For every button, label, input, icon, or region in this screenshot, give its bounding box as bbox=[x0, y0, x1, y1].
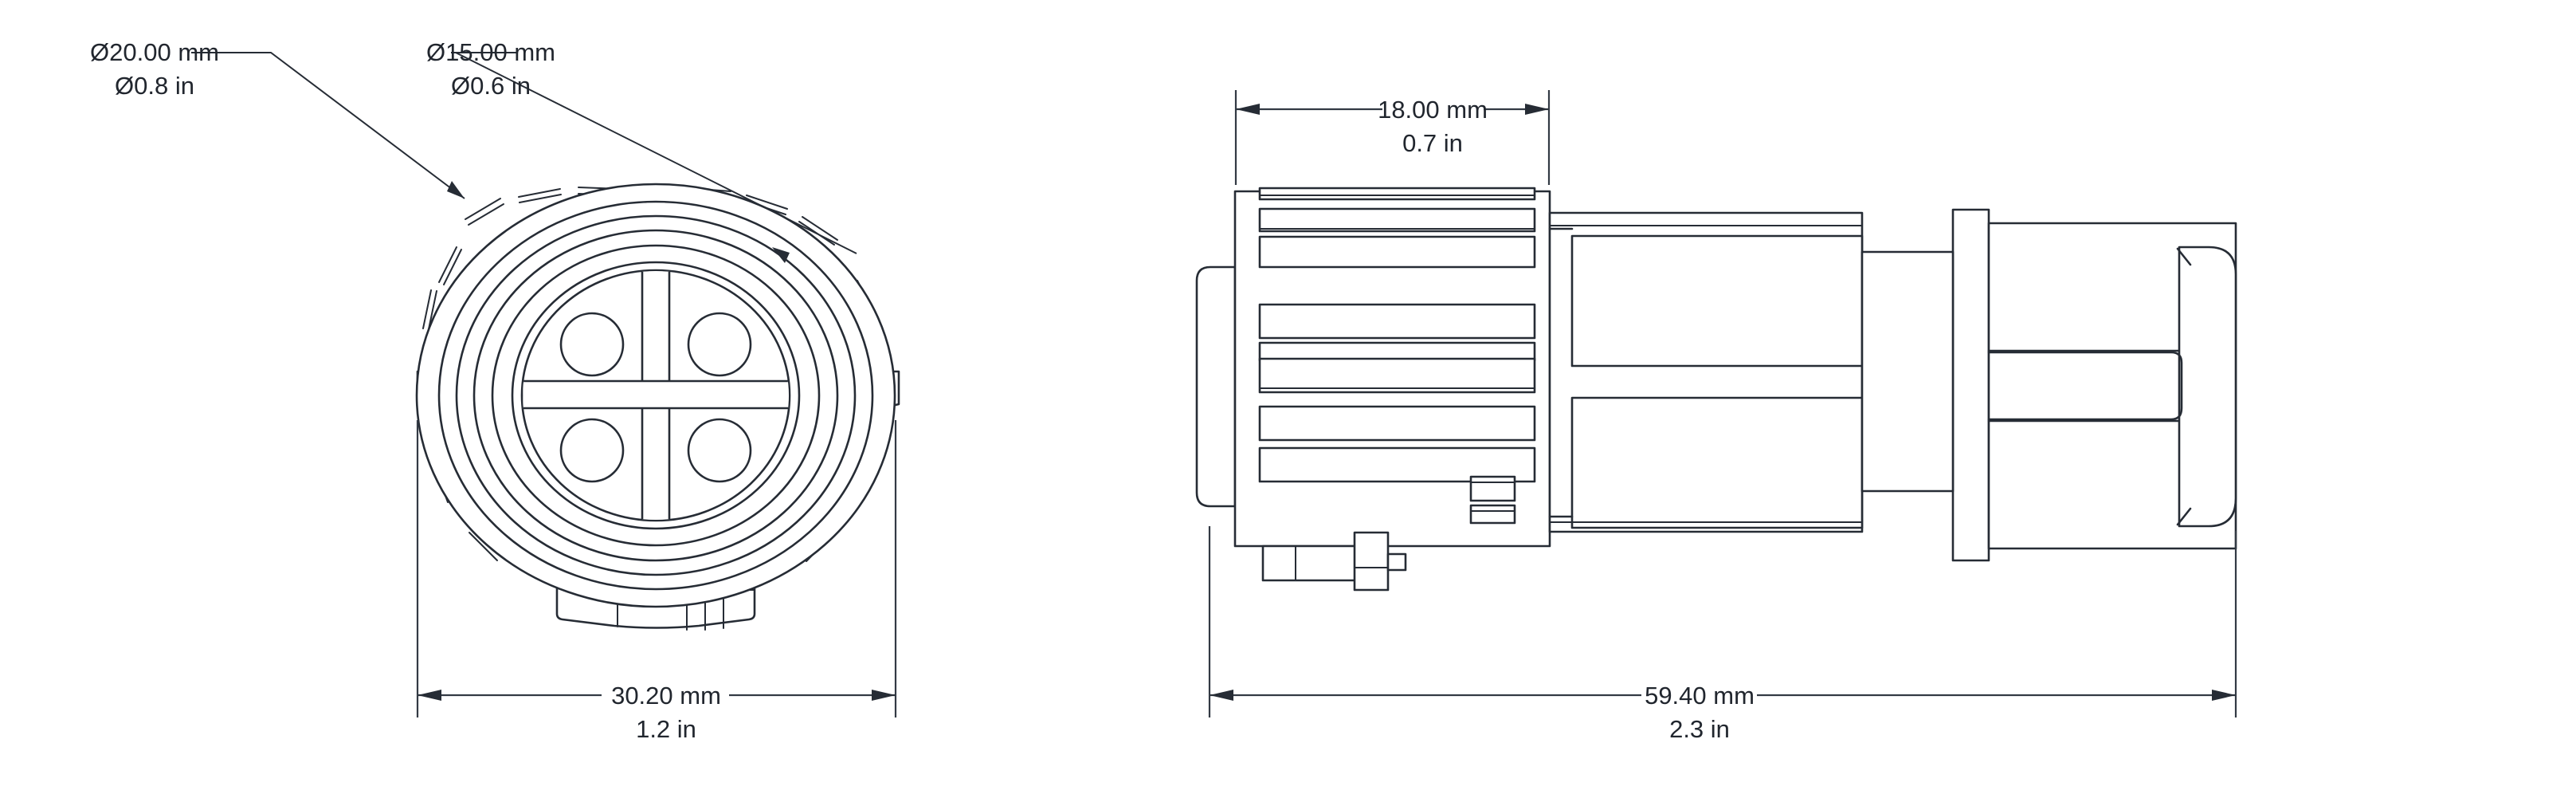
front-pin-hole-bottom-left bbox=[559, 418, 625, 483]
side-body-width-dimension bbox=[1234, 90, 1551, 185]
front-cross-divider bbox=[523, 271, 789, 520]
front-view-group bbox=[415, 183, 900, 631]
front-ring-2 bbox=[437, 200, 874, 591]
side-view-group bbox=[1195, 187, 2237, 592]
front-width-label-line2: 1.2 in bbox=[636, 715, 696, 743]
front-pin-hole-top-right bbox=[687, 312, 752, 377]
side-top-cap-strip bbox=[1258, 187, 1536, 201]
side-sleeve-neck bbox=[1860, 250, 1955, 493]
side-left-retainer-tab bbox=[1195, 265, 1237, 508]
side-bottom-right-detail bbox=[1469, 475, 1516, 525]
side-rounded-cap-end bbox=[2178, 246, 2237, 528]
side-cap-inner-relief bbox=[1987, 351, 2183, 421]
front-annotation-outer-diameter bbox=[191, 52, 465, 199]
side-housing-ribs bbox=[1258, 207, 1536, 483]
front-pin-hole-bottom-right bbox=[687, 418, 752, 483]
side-total-length-label-line2: 2.3 in bbox=[1669, 715, 1730, 743]
side-total-length-label-line1: 59.40 mm bbox=[1645, 682, 1755, 710]
side-body-width-label-line2: 0.7 in bbox=[1402, 129, 1463, 157]
front-width-label-line1: 30.20 mm bbox=[611, 682, 721, 710]
side-flange-plate bbox=[1951, 208, 1990, 562]
side-middle-sleeve bbox=[1548, 211, 1864, 533]
front-ring-3 bbox=[455, 214, 857, 576]
inner-diameter-label-line1: Ø15.00 mm bbox=[426, 38, 555, 66]
inner-diameter-label-line2: Ø0.6 in bbox=[451, 72, 531, 100]
front-pin-hole-top-left bbox=[559, 312, 625, 377]
side-cap-chamfer-ticks bbox=[2176, 247, 2192, 526]
front-inner-bore-2 bbox=[520, 269, 791, 522]
side-body-width-label-line1: 18.00 mm bbox=[1378, 96, 1488, 124]
front-ring-5 bbox=[491, 244, 821, 547]
outer-diameter-label-line1: Ø20.00 mm bbox=[90, 38, 219, 66]
outer-diameter-label-line2: Ø0.8 in bbox=[115, 72, 194, 100]
side-step-detail bbox=[1548, 227, 1574, 518]
side-bottom-protrusions bbox=[1261, 531, 1407, 592]
side-total-length-dimension bbox=[1208, 526, 2237, 717]
front-width-dimension bbox=[416, 420, 897, 717]
front-ring-4 bbox=[472, 229, 839, 562]
